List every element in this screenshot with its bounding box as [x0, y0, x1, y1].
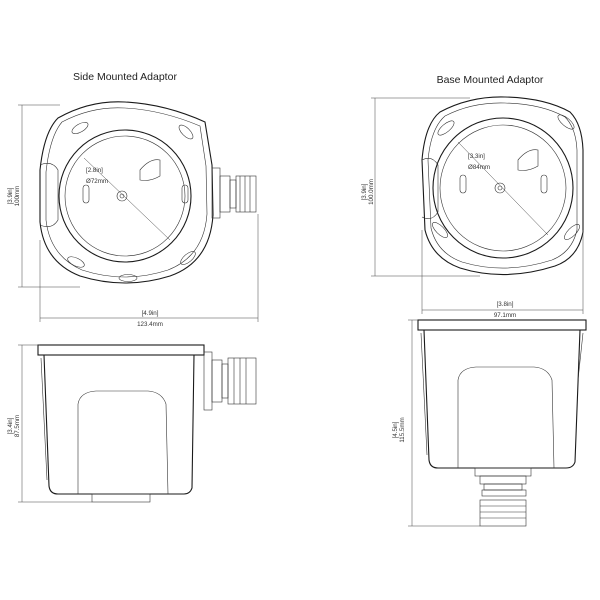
side-side-view — [37, 344, 257, 503]
side-height-dimension — [18, 104, 80, 288]
base-side-view — [417, 319, 587, 527]
base-height-in: [3.9in] — [361, 183, 368, 200]
base-diameter-in: [3.3in] — [468, 153, 485, 160]
base-height-dimension — [371, 97, 480, 277]
side-width-dimension — [39, 214, 259, 322]
base-mounted-title: Base Mounted Adaptor — [437, 74, 544, 86]
side-width-mm: 123.4mm — [137, 321, 163, 328]
side-mounted-title: Side Mounted Adaptor — [73, 71, 177, 83]
base-width-in: [3.8in] — [497, 301, 514, 308]
side-diameter-mm: Ø72mm — [86, 178, 108, 185]
base-height-mm: 100.0mm — [368, 179, 375, 205]
side-depth-mm: 87.5mm — [14, 415, 21, 437]
base-depth-mm: 115.5mm — [399, 417, 406, 442]
side-depth-in: [3.4in] — [7, 417, 14, 434]
base-top-view — [421, 96, 584, 276]
base-depth-dimension — [408, 319, 480, 527]
side-top-view — [39, 101, 257, 284]
side-depth-dimension — [18, 344, 92, 503]
side-width-in: [4.9in] — [142, 310, 159, 317]
base-diameter-mm: Ø84mm — [468, 164, 490, 171]
base-depth-in: [4.5in] — [392, 421, 399, 438]
side-diameter-in: [2.8in] — [86, 167, 103, 174]
side-height-mm: 100mm — [14, 186, 21, 207]
base-width-dimension — [421, 230, 584, 314]
base-width-mm: 97.1mm — [494, 312, 516, 319]
side-height-in: [3.9in] — [7, 187, 14, 204]
